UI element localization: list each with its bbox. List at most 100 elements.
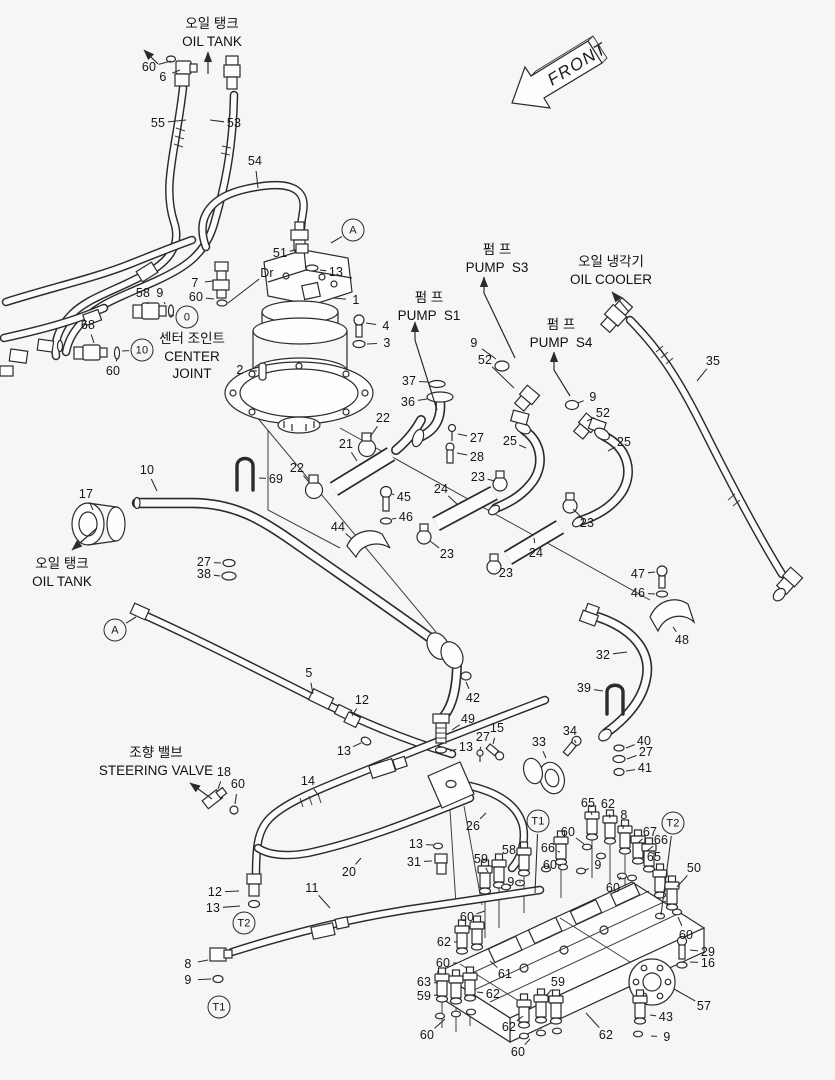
leader-line xyxy=(696,368,708,382)
leader-line xyxy=(584,868,589,871)
leader-line xyxy=(227,278,260,304)
leader-line xyxy=(479,812,487,820)
hoses xyxy=(4,88,782,952)
hose-braid-texture xyxy=(727,493,741,507)
leader-line xyxy=(676,875,688,888)
leader-line xyxy=(479,746,482,751)
leader-line xyxy=(158,60,172,65)
hose-braid-texture xyxy=(220,145,232,156)
leader-line xyxy=(303,475,310,483)
clamp-bracket-48 xyxy=(649,599,696,633)
leader-line xyxy=(518,444,527,449)
leader-line xyxy=(391,517,397,520)
leader-line xyxy=(172,69,181,74)
lower-left-fittings xyxy=(129,602,409,984)
leader-line xyxy=(150,478,158,492)
leader-line xyxy=(586,417,595,422)
plug-42 xyxy=(460,671,472,681)
leader-line xyxy=(524,1038,531,1046)
leader-line xyxy=(590,812,593,816)
leader-line xyxy=(545,989,552,997)
u-bolt-69 xyxy=(235,456,255,492)
leader-line xyxy=(168,314,175,317)
leader-line xyxy=(313,788,320,797)
leader-line xyxy=(625,744,635,749)
elbow-fitting xyxy=(175,60,192,75)
leader-line xyxy=(319,269,327,272)
pipe-details xyxy=(71,496,626,777)
leader-line xyxy=(197,978,212,981)
leader-line xyxy=(197,959,209,963)
tee-block-assembly xyxy=(427,713,566,809)
leader-line xyxy=(351,708,358,717)
leader-line xyxy=(125,616,137,624)
hose-clamp xyxy=(416,523,432,545)
hose-braid-texture xyxy=(173,127,186,148)
oil-tank-fittings xyxy=(165,55,241,90)
leader-line xyxy=(476,991,484,994)
main-control-valve xyxy=(436,881,706,1044)
leader-line xyxy=(465,681,470,690)
leader-line xyxy=(577,400,584,404)
valve-fittings xyxy=(434,805,680,1029)
oil-tank-left-arrow xyxy=(71,527,98,551)
steering-valve-arrow xyxy=(189,782,213,800)
leader-line xyxy=(90,334,95,344)
pin-2 xyxy=(258,362,267,381)
leader-line xyxy=(574,739,577,744)
leader-line xyxy=(491,366,515,389)
leader-line xyxy=(689,949,699,952)
hose-clamp xyxy=(357,432,377,458)
leader-line xyxy=(369,426,378,438)
coupling-33 xyxy=(538,761,566,795)
leader-line xyxy=(365,322,377,326)
leader-line xyxy=(517,854,521,857)
leader-line xyxy=(575,837,585,845)
leader-line xyxy=(489,960,498,968)
oil-cooler-arrow xyxy=(611,291,630,313)
leader-line xyxy=(447,495,459,506)
leader-line xyxy=(434,1018,446,1029)
leader-line xyxy=(485,867,489,873)
leader-line xyxy=(677,916,683,927)
leader-line xyxy=(417,398,428,401)
leader-line xyxy=(289,249,297,252)
leader-line xyxy=(391,493,395,496)
leader-line xyxy=(492,737,496,745)
leader-line xyxy=(330,236,343,244)
hose-clamp xyxy=(492,470,508,492)
clamp-bracket-44 xyxy=(346,530,391,559)
hose-clamp xyxy=(562,492,578,514)
leader-line xyxy=(646,845,654,852)
leader-line xyxy=(217,781,222,790)
leader-line xyxy=(451,724,461,731)
section-arrows xyxy=(71,49,630,800)
hose-clamp xyxy=(304,474,324,500)
leader-line xyxy=(366,342,378,345)
leader-line xyxy=(534,833,539,894)
base-flange xyxy=(224,361,374,425)
leader-line xyxy=(355,857,362,865)
center-joint-assembly xyxy=(224,221,374,434)
leader-line xyxy=(607,446,616,452)
leader-line xyxy=(234,793,238,805)
leader-line xyxy=(350,452,358,462)
leader-line xyxy=(649,1014,657,1017)
hose-clamp xyxy=(486,553,502,575)
pump-s1-arrow xyxy=(410,321,438,411)
leader-line xyxy=(318,895,331,909)
leader-line xyxy=(429,540,440,549)
leader-line xyxy=(618,876,622,881)
front-arrow: FRONT xyxy=(511,35,611,109)
leader-line xyxy=(608,813,611,819)
leader-line xyxy=(625,769,636,772)
leader-line xyxy=(333,297,347,300)
leader-line xyxy=(533,537,536,544)
leader-line xyxy=(115,358,118,362)
leader-line xyxy=(456,452,468,456)
leader-line xyxy=(222,905,241,908)
leader-line xyxy=(146,301,149,305)
drain-fitting xyxy=(212,261,230,307)
leader-line xyxy=(647,571,656,574)
pump-s4-arrow xyxy=(549,351,571,397)
